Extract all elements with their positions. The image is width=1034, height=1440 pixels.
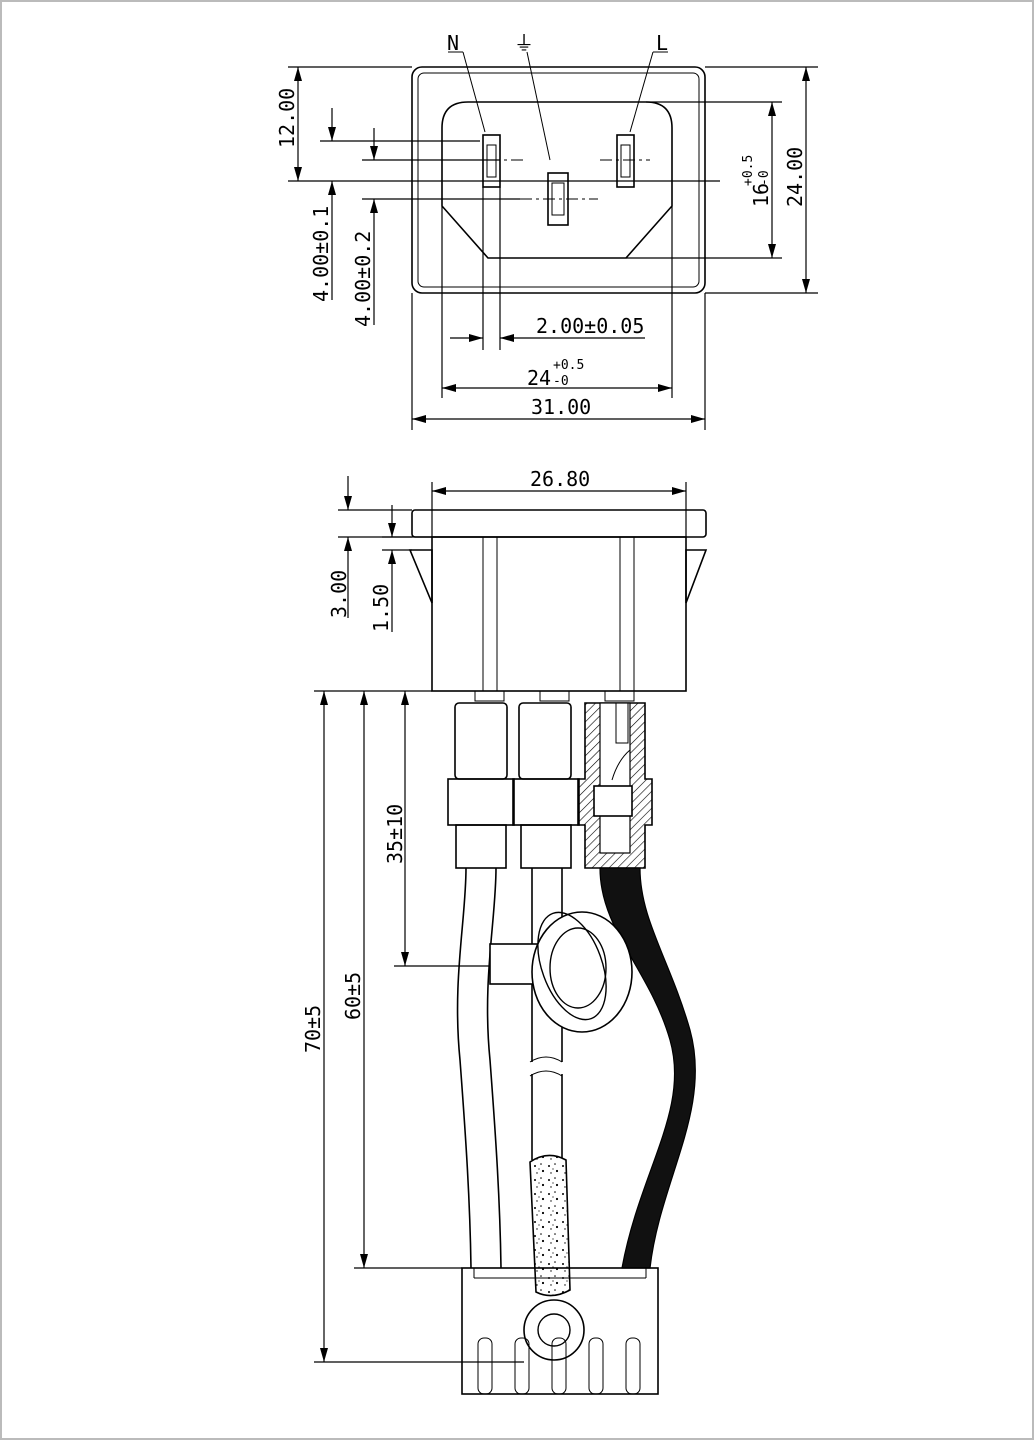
label-neutral: N (447, 31, 459, 55)
dim-opening-height-tol-low: -0 (757, 170, 772, 186)
crimp-sleeve-neutral (447, 702, 515, 869)
snap-clip-right (685, 549, 708, 604)
dim-pin-offset-1: 4.00±0.1 (309, 206, 333, 302)
dim-opening-width-base: 24 (527, 366, 551, 390)
ring-terminal (523, 1299, 585, 1361)
dim-lead-length-short: 35±10 (383, 804, 407, 864)
dim-overall-width: 31.00 (531, 395, 591, 419)
inlet-opening (441, 101, 673, 259)
dim-opening-width-tol-low: -0 (553, 374, 569, 389)
label-earth: ⏚ (514, 31, 534, 55)
snap-clip-left (408, 549, 433, 604)
housing-outline (411, 66, 706, 294)
crimp-sleeve-line-section (577, 702, 653, 869)
pin-neutral (482, 134, 501, 188)
dim-opening-height-tol: +0.5 (741, 155, 756, 186)
wire-neutral (456, 867, 472, 1269)
pin-line (616, 134, 635, 188)
dim-overall-height: 24.00 (783, 147, 807, 207)
insulation-sleeve (529, 1154, 571, 1297)
front-view: N ⏚ L 12.00 4.00±0.1 4.00±0.2 16 (275, 31, 818, 430)
side-view: 26.80 3.00 1.50 35±10 60±5 (301, 467, 708, 1395)
dim-clip-offset: 1.50 (369, 584, 393, 632)
dim-pin-offset-2: 4.00±0.2 (351, 231, 375, 327)
dim-flange-thickness: 3.00 (327, 570, 351, 618)
label-line: L (656, 31, 668, 55)
dim-opening-height-base: 16 (749, 183, 773, 207)
flange (411, 509, 707, 538)
crimp-sleeve-earth (512, 702, 580, 869)
wire-connector-block (461, 1267, 659, 1395)
housing-inner-outline (417, 72, 700, 288)
inlet-body (431, 536, 687, 692)
dim-body-width: 26.80 (530, 467, 590, 491)
dim-opening-width-tol: +0.5 (553, 358, 584, 373)
wire-clip-ring (489, 911, 633, 1033)
dim-upper-offset: 12.00 (275, 88, 299, 148)
dim-lead-length-mid: 60±5 (341, 972, 365, 1020)
dim-lead-length-long: 70±5 (301, 1005, 325, 1053)
dim-pin-width: 2.00±0.05 (536, 314, 644, 338)
